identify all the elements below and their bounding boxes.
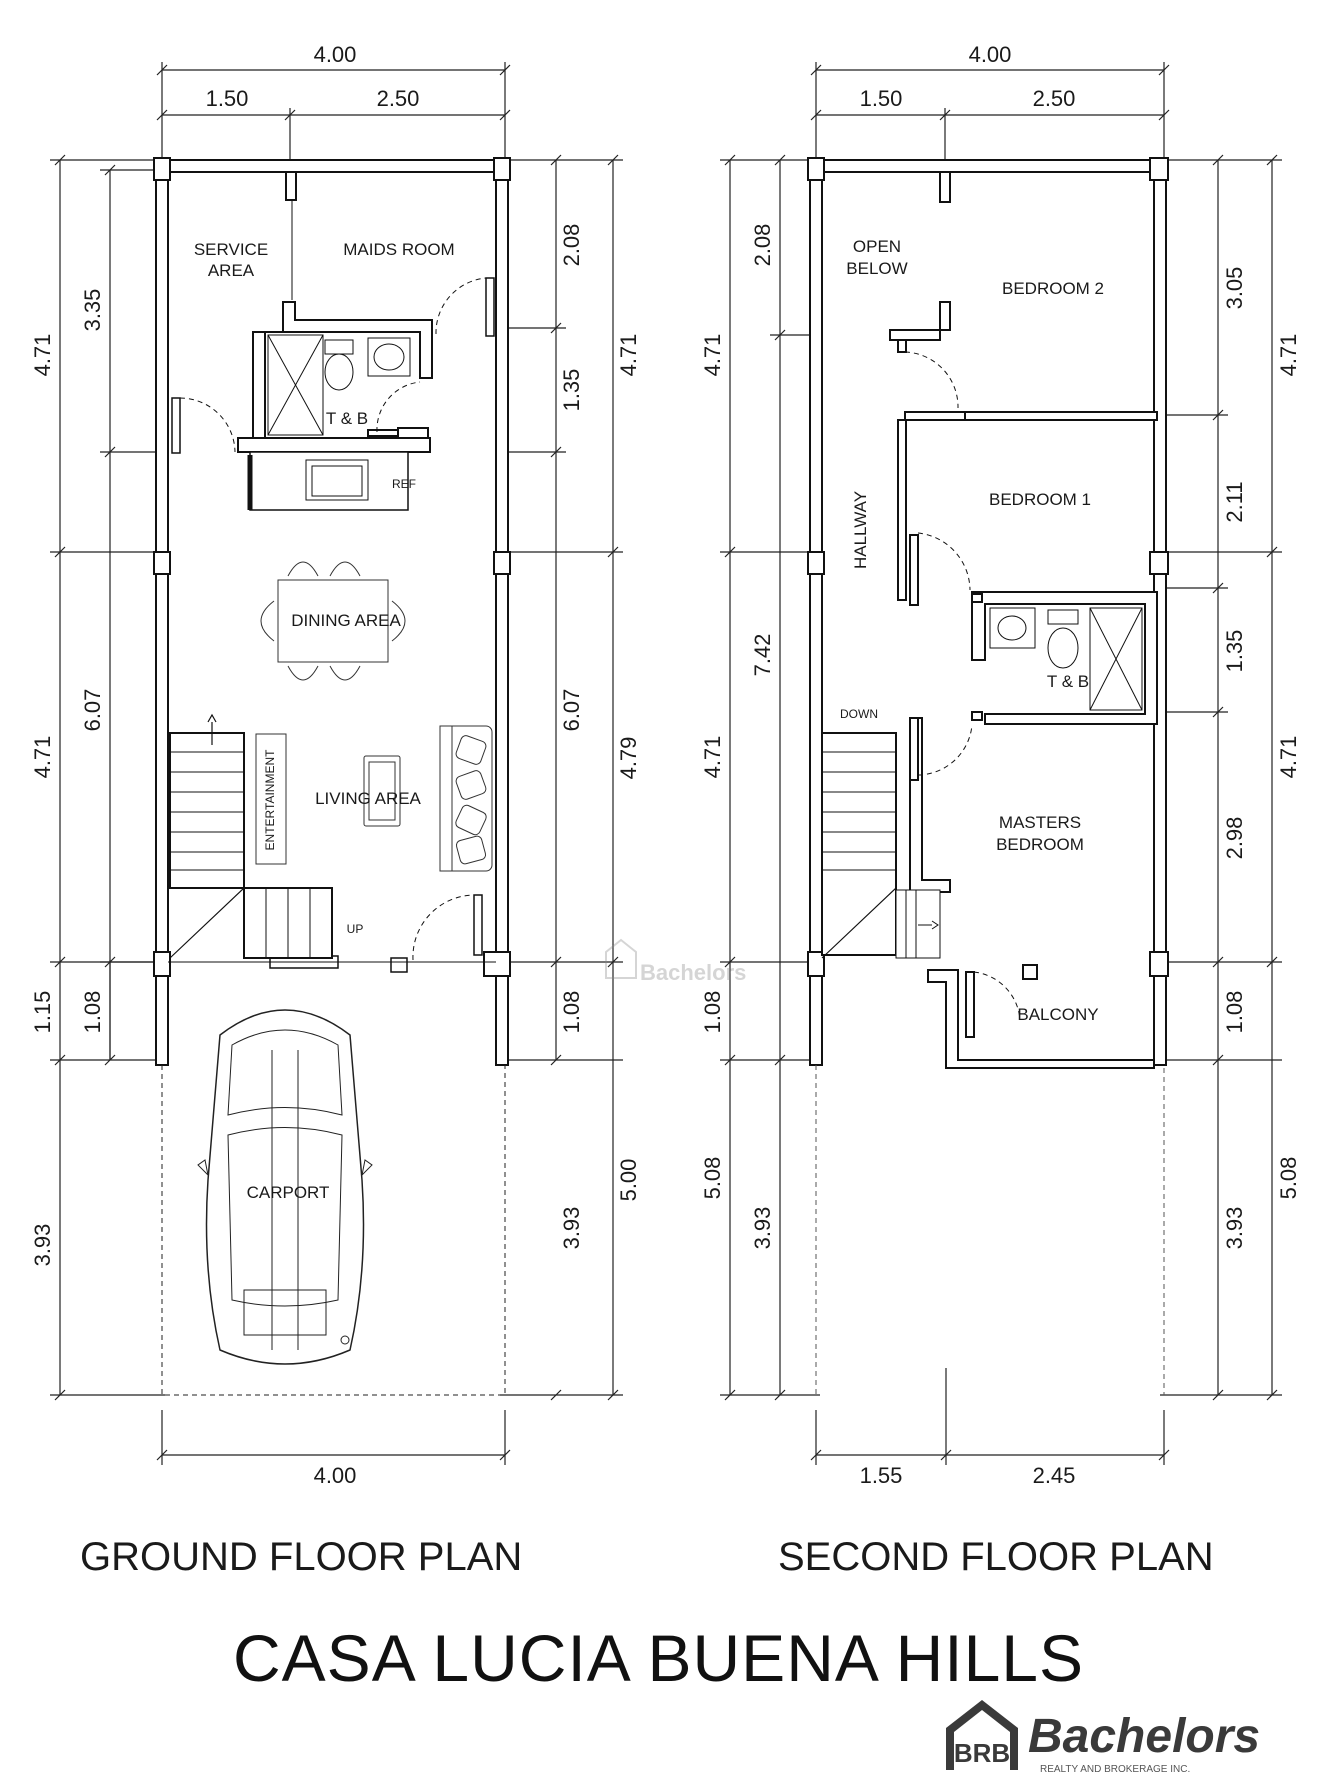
dim-ground-right-outer-bottom: 5.00 [616, 1159, 641, 1202]
second-floor-title: SECOND FLOOR PLAN [778, 1535, 1214, 1579]
dim-second-right-inner-mb: 2.98 [1222, 817, 1247, 860]
label-masters-2: BEDROOM [996, 835, 1084, 854]
label-maids-room: MAIDS ROOM [343, 240, 454, 259]
dim-ground-top-left: 1.50 [206, 86, 249, 111]
ground-top-dimensions [156, 62, 511, 160]
ground-stairs [169, 713, 333, 959]
dim-second-right-inner-small: 1.08 [1222, 991, 1247, 1034]
logo-name: Bachelors [1028, 1710, 1260, 1763]
second-stairs [821, 732, 941, 959]
second-room-labels: OPEN BELOW BEDROOM 2 BEDROOM 1 HALLWAY T… [840, 237, 1104, 1024]
brand-logo: BRB Bachelors REALTY AND BROKERAGE INC. [946, 1700, 1260, 1775]
label-hallway: HALLWAY [851, 491, 870, 569]
dim-second-left-outer-top: 4.71 [700, 334, 725, 377]
label-open-below-2: BELOW [846, 259, 907, 278]
dim-ground-right-outer-mid: 4.79 [616, 737, 641, 780]
dim-ground-right-inner-small: 1.08 [559, 991, 584, 1034]
logo-mark-text: BRB [954, 1738, 1010, 1768]
dim-second-left-inner-bottom: 3.93 [750, 1207, 775, 1250]
label-up: UP [347, 922, 364, 936]
watermark-text: Bachelors [640, 960, 746, 985]
second-lower-footprint [815, 1065, 1165, 1395]
center-watermark: Bachelors [605, 938, 746, 985]
dim-ground-left-inner-mid: 6.07 [80, 689, 105, 732]
carport [161, 1009, 506, 1396]
dim-ground-left-outer-top: 4.71 [30, 334, 55, 377]
ground-floor-title: GROUND FLOOR PLAN [80, 1535, 523, 1579]
dim-ground-left-outer-bottom: 3.93 [30, 1224, 55, 1267]
second-floor-plan [720, 62, 1282, 1465]
ground-left-dimensions [50, 154, 165, 1401]
dim-ground-right-inner-mid: 6.07 [559, 689, 584, 732]
entertainment-unit [255, 733, 287, 865]
second-top-dimensions [810, 62, 1170, 160]
label-balcony: BALCONY [1017, 1005, 1098, 1024]
label-ref: REF [392, 477, 416, 491]
ground-dimension-labels: 4.00 1.50 2.50 4.71 4.71 1.15 3.93 3.35 … [30, 42, 641, 1488]
label-down: DOWN [840, 707, 878, 721]
label-bedroom-1: BEDROOM 1 [989, 490, 1091, 509]
dim-second-right-inner-b1: 2.11 [1222, 481, 1247, 522]
label-bedroom-2: BEDROOM 2 [1002, 279, 1104, 298]
dim-ground-right-outer-top: 4.71 [616, 334, 641, 377]
dim-ground-left-inner-top: 3.35 [80, 289, 105, 332]
second-tb-fixtures [989, 607, 1143, 711]
project-title: CASA LUCIA BUENA HILLS [232, 1621, 1085, 1695]
house-icon [605, 938, 637, 979]
label-entertainment: ENTERTAINMENT [263, 749, 277, 851]
dim-second-right-outer-bottom: 5.08 [1276, 1157, 1301, 1200]
ground-right-dimensions [500, 154, 623, 1401]
ground-tb-fixtures [267, 334, 411, 436]
label-open-below-1: OPEN [853, 237, 901, 256]
dim-second-right-inner-tb: 1.35 [1222, 630, 1247, 673]
dim-ground-right-inner-top: 2.08 [559, 224, 584, 267]
second-bottom-dimensions [810, 1368, 1170, 1465]
ground-walls [153, 157, 511, 1066]
second-walls [807, 157, 1169, 1069]
dining-set [260, 561, 406, 681]
label-ground-tb: T & B [326, 409, 368, 428]
dim-second-left-inner-top: 2.08 [750, 224, 775, 267]
dim-second-top-right: 2.50 [1033, 86, 1076, 111]
label-service-area-2: AREA [208, 261, 255, 280]
house-logo-icon [946, 1700, 1018, 1770]
dim-second-right-inner-bottom: 3.93 [1222, 1207, 1247, 1250]
dim-ground-bottom-total: 4.00 [314, 1463, 357, 1488]
dim-ground-left-outer-mid: 4.71 [30, 736, 55, 779]
dim-ground-right-inner-tb: 1.35 [559, 369, 584, 412]
second-left-dimensions [720, 154, 820, 1401]
dim-ground-top-right: 2.50 [377, 86, 420, 111]
label-masters-1: MASTERS [999, 813, 1081, 832]
label-second-tb: T & B [1047, 672, 1089, 691]
sofa [363, 725, 493, 872]
ground-bottom-dimensions [156, 1410, 511, 1465]
dim-second-left-outer-small: 1.08 [700, 991, 725, 1034]
dim-ground-top-total: 4.00 [314, 42, 357, 67]
logo-tagline: REALTY AND BROKERAGE INC. [1040, 1764, 1190, 1775]
dim-second-bottom-left: 1.55 [860, 1463, 903, 1488]
ground-room-labels: SERVICE AREA MAIDS ROOM T & B REF DINING… [194, 240, 455, 1202]
dim-second-left-outer-mid: 4.71 [700, 736, 725, 779]
dim-second-right-inner-top: 3.05 [1222, 267, 1247, 310]
dim-ground-left-outer-small: 1.15 [30, 991, 55, 1034]
dim-ground-right-inner-bottom: 3.93 [559, 1207, 584, 1250]
label-carport: CARPORT [247, 1183, 330, 1202]
label-living-area: LIVING AREA [315, 789, 421, 808]
second-dimension-labels: 4.00 1.50 2.50 4.71 4.71 1.08 5.08 2.08 … [700, 42, 1301, 1488]
dim-second-top-left: 1.50 [860, 86, 903, 111]
dim-second-top-total: 4.00 [969, 42, 1012, 67]
second-doors [904, 351, 1021, 1021]
dim-ground-left-inner-small: 1.08 [80, 991, 105, 1034]
dim-second-left-inner-mid: 7.42 [750, 634, 775, 677]
label-dining-area: DINING AREA [291, 611, 401, 630]
second-right-dimensions [1160, 154, 1282, 1401]
dim-second-bottom-right: 2.45 [1033, 1463, 1076, 1488]
ground-floor-plan [50, 62, 623, 1465]
dim-second-right-outer-mid: 4.71 [1276, 736, 1301, 779]
dim-second-left-outer-bottom: 5.08 [700, 1157, 725, 1200]
label-service-area-1: SERVICE [194, 240, 268, 259]
dim-second-right-outer-top: 4.71 [1276, 334, 1301, 377]
